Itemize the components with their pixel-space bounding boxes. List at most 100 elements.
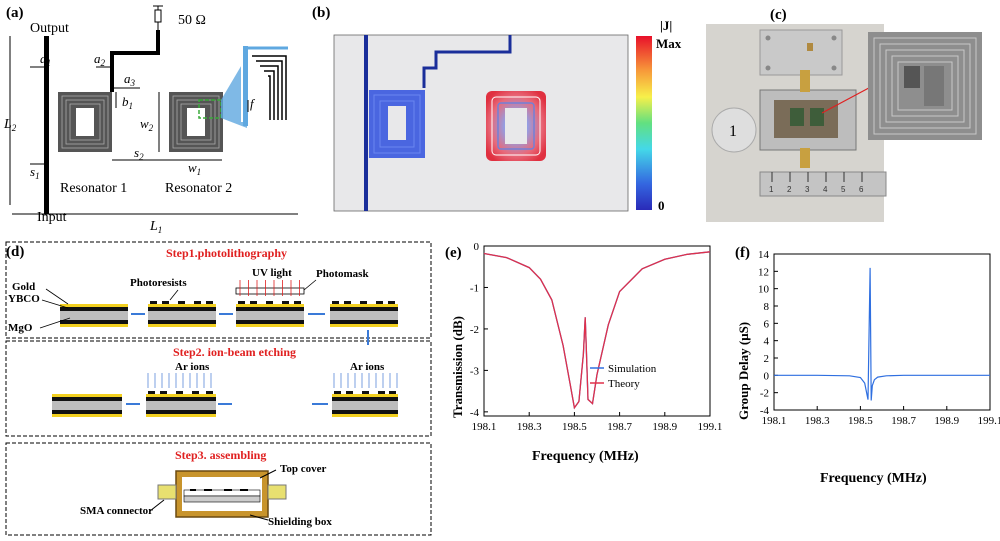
y-tick-label: 0 <box>764 370 770 382</box>
panel-d-label: (d) <box>6 244 24 260</box>
dim-a3: a3 <box>124 71 136 88</box>
x-tick-label: 198.1 <box>762 415 787 427</box>
series-line-series-0 <box>774 267 990 401</box>
panel-a: (a) Output Input 50 Ω <box>3 5 298 235</box>
y-tick-label: 12 <box>758 266 769 278</box>
dim-a2: a2 <box>94 51 106 68</box>
plot-frame <box>773 253 991 411</box>
x-tick-label: 198.7 <box>891 415 916 427</box>
y-tick-label: 0 <box>474 241 480 253</box>
x-tick-label: 198.3 <box>805 415 830 427</box>
sim-resonator-1 <box>369 90 425 158</box>
sma-connector-label: SMA connector <box>80 505 153 517</box>
dim-w1: w1 <box>188 160 201 177</box>
layer-stack <box>148 301 216 327</box>
y-tick-label: -3 <box>470 365 480 377</box>
panel-d: (d) Step1.photolithography Step2. ion-be… <box>5 241 432 536</box>
resonator-1-label: Resonator 1 <box>60 181 127 196</box>
y-tick-label: -4 <box>760 405 770 417</box>
y-tick-label: -4 <box>470 407 480 419</box>
output-line <box>110 30 160 92</box>
resonator-2 <box>169 92 223 152</box>
ruler-tick-label: 5 <box>841 185 846 194</box>
photomask-label: Photomask <box>316 268 369 280</box>
colorbar-max: Max <box>656 36 682 51</box>
layer-stack <box>60 304 128 327</box>
y-tick-label: -2 <box>470 324 479 336</box>
step1-title: Step1.photolithography <box>166 246 287 260</box>
y-tick-label: -1 <box>470 282 479 294</box>
assembly-drawing <box>157 470 287 518</box>
dim-L1: L1 <box>149 219 162 235</box>
layer-stack <box>332 391 398 417</box>
top-cover-label: Top cover <box>280 463 326 475</box>
dim-a1: a1 <box>40 51 51 68</box>
panel-e: (e) Transmission (dB) Frequency (MHz) 19… <box>445 241 722 464</box>
x-tick-label: 198.7 <box>607 421 632 433</box>
ar-ions-label-2: Ar ions <box>175 361 210 373</box>
y-tick-label: 2 <box>764 353 770 365</box>
colorbar-title: |J| <box>660 18 672 33</box>
x-tick-label: 198.5 <box>848 415 873 427</box>
y-tick-label: 4 <box>764 336 770 348</box>
colorbar <box>636 36 652 210</box>
y-tick-label: 8 <box>764 301 770 313</box>
mgo-label: MgO <box>8 322 33 334</box>
top-cover-photo <box>759 29 843 76</box>
layer-stack <box>52 394 122 417</box>
step1-box <box>5 241 432 339</box>
panel-e-label: (e) <box>445 245 462 261</box>
gold-label: Gold <box>12 281 35 293</box>
step3-title: Step3. assembling <box>175 448 266 462</box>
ar-ions-label-1: Ar ions <box>350 361 385 373</box>
x-tick-label: 198.1 <box>472 421 497 433</box>
step2-box <box>5 340 432 437</box>
step3-box <box>5 442 432 536</box>
svg-text:1: 1 <box>729 123 737 140</box>
y-tick-label: -2 <box>760 388 769 400</box>
output-label: Output <box>30 21 69 36</box>
x-tick-label: 198.9 <box>652 421 677 433</box>
panel-f-label: (f) <box>735 245 750 261</box>
y-tick-label: 10 <box>758 284 770 296</box>
dim-f: f <box>250 96 256 111</box>
ruler-tick-label: 4 <box>823 185 828 194</box>
f-xlabel: Frequency (MHz) <box>820 471 927 486</box>
coin-photo: 1 <box>711 107 757 153</box>
dim-w2: w2 <box>140 116 154 133</box>
impedance-label: 50 Ω <box>178 13 206 28</box>
x-tick-label: 198.5 <box>562 421 587 433</box>
panel-a-label: (a) <box>6 5 24 21</box>
resonator-2-label: Resonator 2 <box>165 181 232 196</box>
zoom-wedge <box>221 56 247 128</box>
ruler-tick-label: 3 <box>805 185 810 194</box>
layer-stack <box>146 391 216 417</box>
x-tick-label: 199.1 <box>698 421 723 433</box>
panel-b: (b) |J| Max 0 <box>312 5 682 213</box>
dimension-arrows <box>9 36 298 215</box>
layer-stack <box>236 301 304 327</box>
uv-light-label: UV light <box>252 267 292 279</box>
ruler-tick-label: 1 <box>769 185 774 194</box>
sim-feed-line <box>364 35 368 211</box>
layer-stack <box>330 301 398 327</box>
f-ylabel: Group Delay (μS) <box>736 322 751 420</box>
series-line-simulation <box>483 251 711 410</box>
e-legend: Simulation Theory <box>590 363 657 390</box>
ruler-tick-label: 2 <box>787 185 792 194</box>
feed-line <box>44 36 49 214</box>
shielding-box-photo <box>759 70 857 168</box>
chart-f: 198.1 198.3 198.5 198.7 198.9 199.1 -4 -2 0 2 4 6 8 1… <box>758 249 1000 427</box>
assembly-leaders <box>149 469 277 521</box>
legend-sim-label: Simulation <box>608 363 657 375</box>
y-tick-label: 6 <box>764 318 770 330</box>
shielding-box-label: Shielding box <box>268 516 332 528</box>
panel-f: (f) Group Delay (μS) Frequency (MHz) 198… <box>735 245 1000 486</box>
x-tick-label: 198.3 <box>517 421 542 433</box>
x-tick-label: 199.1 <box>978 415 1000 427</box>
x-tick-label: 198.9 <box>934 415 959 427</box>
resistor-icon <box>153 5 163 30</box>
sim-output-line <box>422 35 512 88</box>
